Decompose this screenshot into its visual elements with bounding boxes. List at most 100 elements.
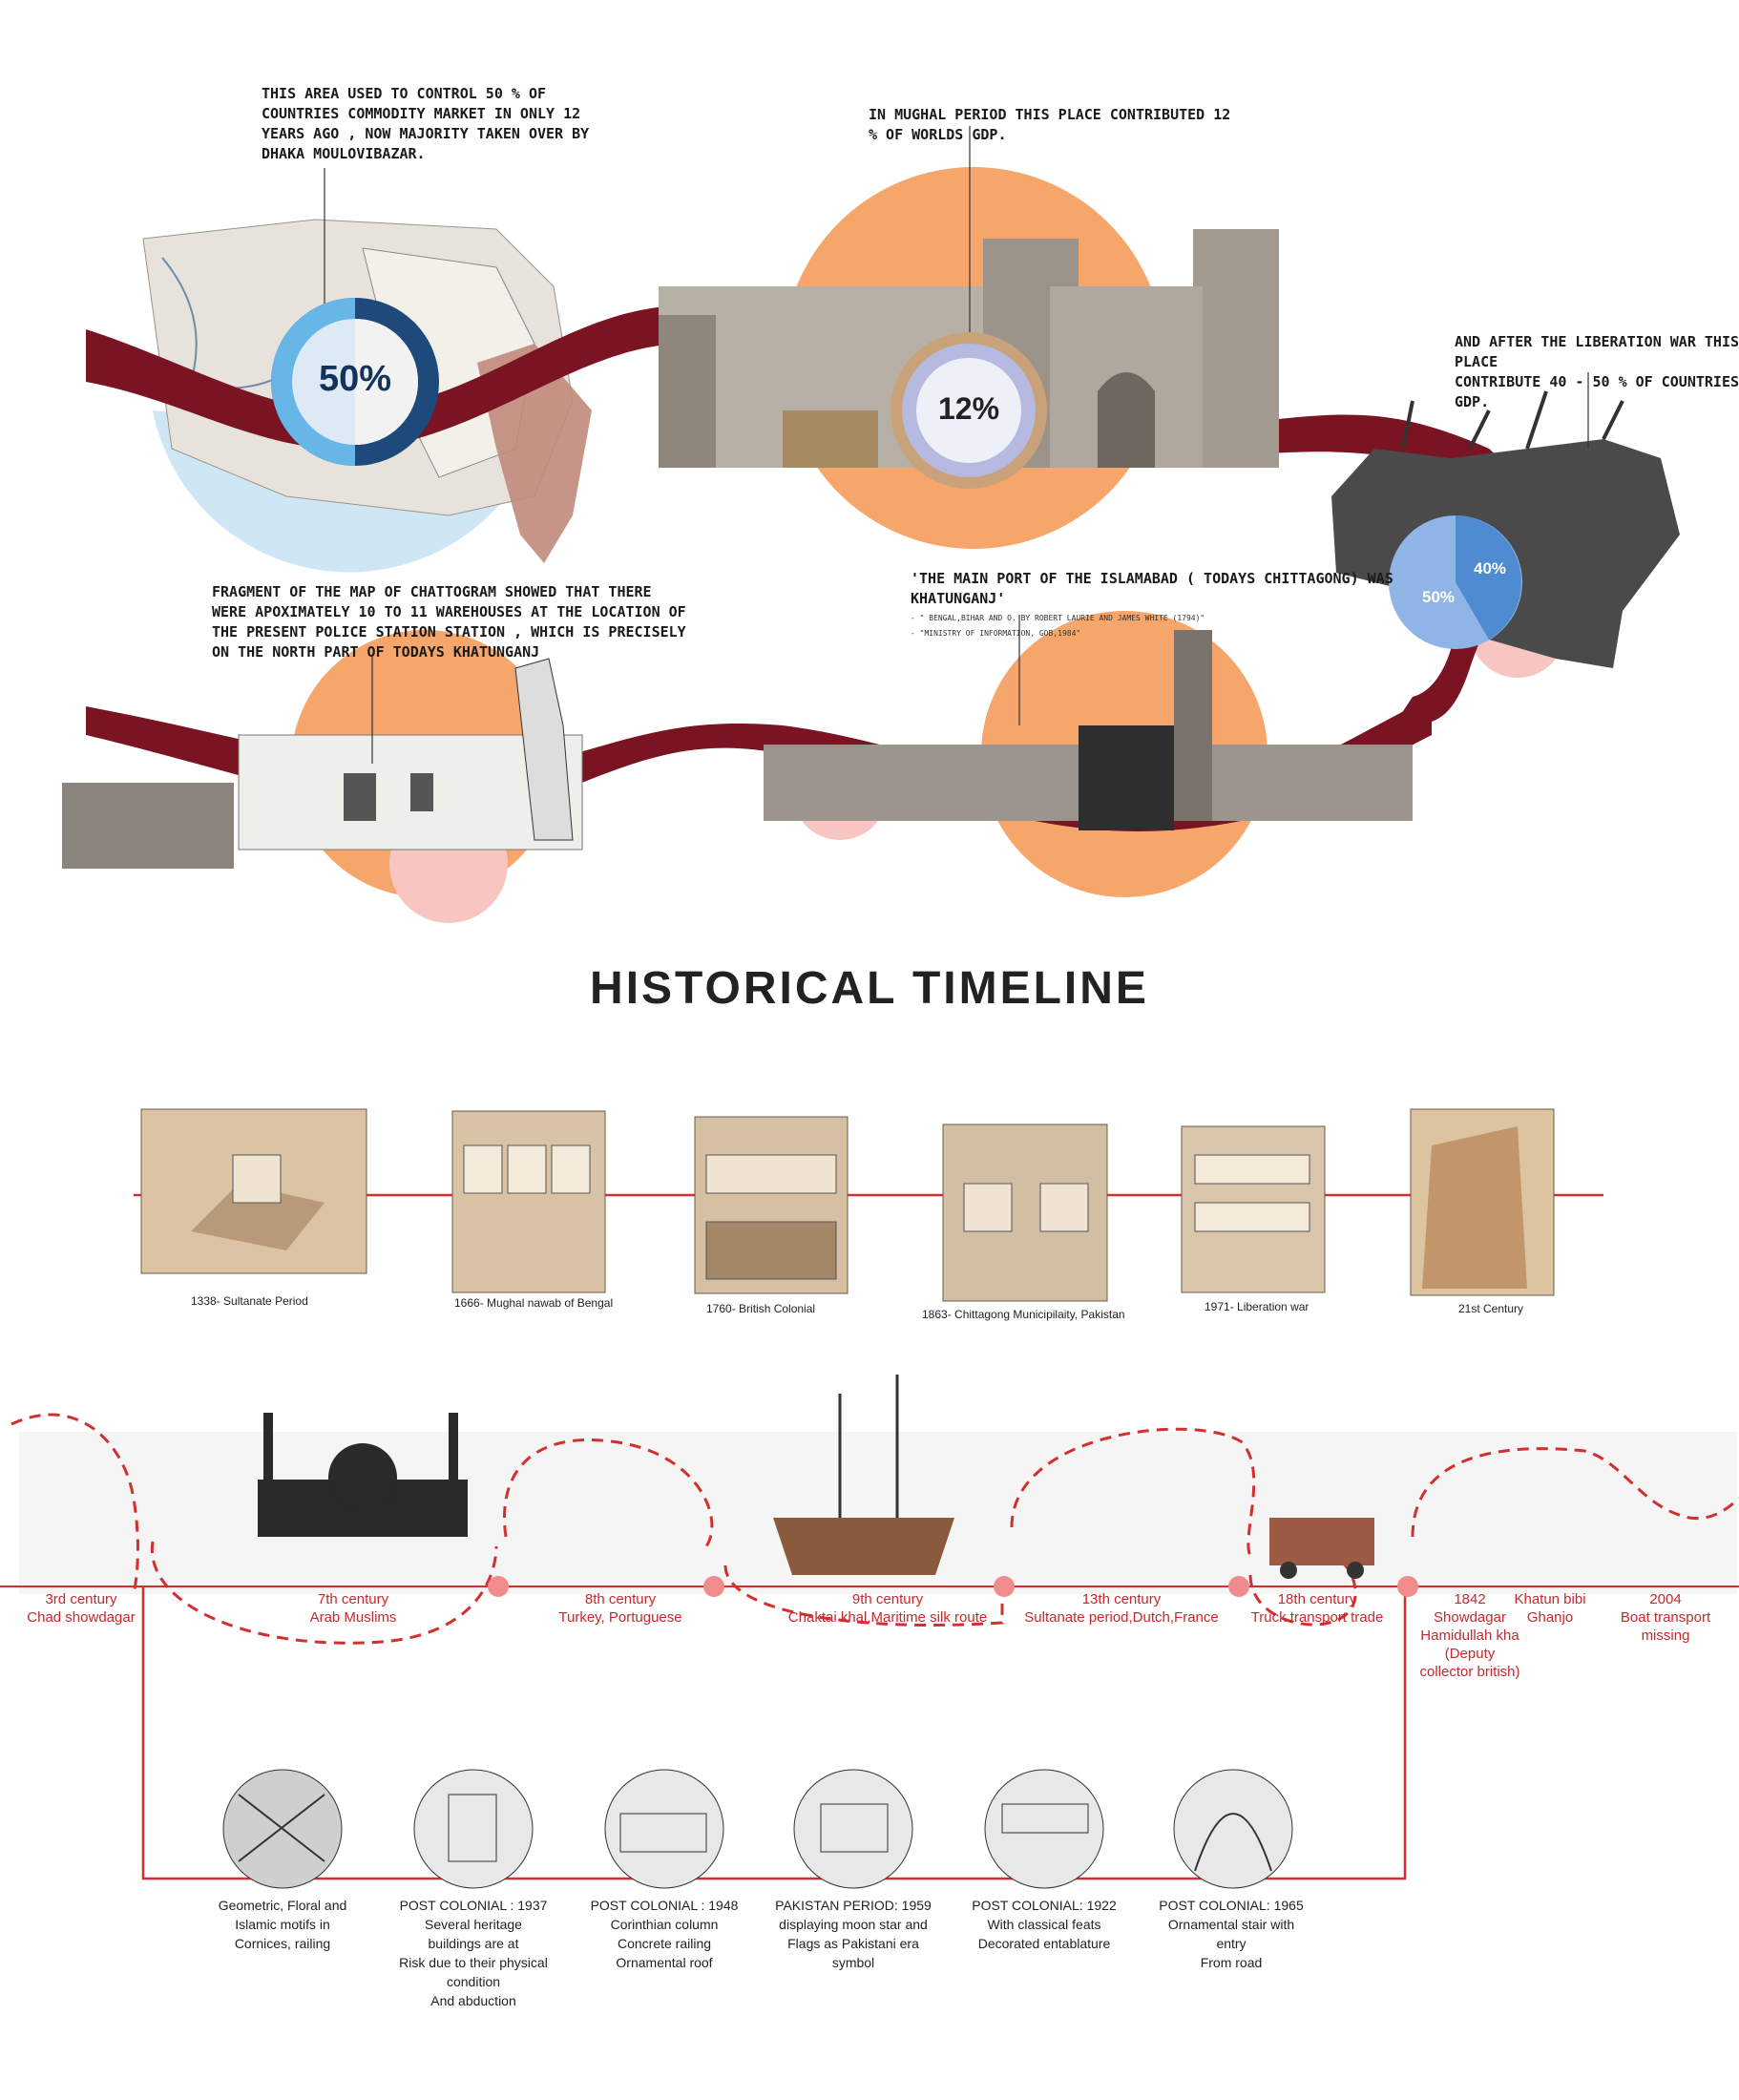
event-label: 1842 Showdagar Hamidullah kha (Deputy co… (1403, 1590, 1537, 1681)
feature-line: Ornamental roof (616, 1955, 713, 1970)
note-line: YEARS AGO , NOW MAJORITY TAKEN OVER BY (262, 125, 590, 142)
event-desc: Sultanate period,Dutch,France (1024, 1609, 1219, 1626)
feature-line: Cornices, railing (234, 1936, 331, 1951)
event-desc: Showdagar (1434, 1609, 1506, 1626)
event-year: 18th century (1277, 1591, 1357, 1607)
event-label: 2004 Boat transport missing (1603, 1590, 1728, 1645)
liberation-gdp-50: 50% (1421, 588, 1456, 606)
timeline-dot (994, 1576, 1015, 1597)
note-fragment-map: FRAGMENT OF THE MAP OF CHATTOGRAM SHOWED… (212, 582, 686, 662)
event-desc: Turkey, Portuguese (558, 1609, 682, 1626)
event-label: 9th century Chaktai khal,Maritime silk r… (764, 1590, 1012, 1627)
note-line: THE PRESENT POLICE STATION STATION , WHI… (212, 623, 686, 640)
feature-line: Concrete railing (617, 1936, 712, 1951)
reference-line: - "MINISTRY OF INFORMATION, GOB,1984" (911, 629, 1081, 638)
ribbon-top (86, 305, 687, 451)
feature-line: Islamic motifs in (235, 1917, 330, 1932)
timeline-dot (703, 1576, 724, 1597)
note-line: COUNTRIES COMMODITY MARKET IN ONLY 12 (262, 105, 581, 122)
feature-line: Several heritage (425, 1917, 522, 1932)
event-label: 18th century Truck transport trade (1241, 1590, 1393, 1627)
note-line: WERE APOXIMATELY 10 TO 11 WAREHOUSES AT … (212, 603, 686, 620)
event-desc: Chaktai khal,Maritime silk route (787, 1609, 988, 1626)
period-outline (1010, 1427, 1256, 1557)
feature-line: Decorated entablature (977, 1936, 1111, 1951)
feature-line: symbol (831, 1955, 875, 1970)
liberation-gdp-pie (1389, 515, 1522, 649)
event-year: 9th century (851, 1591, 924, 1607)
mosque-illustration (258, 1413, 468, 1537)
sketch-sultanate (140, 1108, 367, 1274)
warehouse-photo (62, 658, 583, 869)
feature-line: Ornamental stair with (1167, 1917, 1295, 1932)
note-line: THIS AREA USED TO CONTROL 50 % OF (262, 85, 547, 102)
note-main-port: 'THE MAIN PORT OF THE ISLAMABAD ( TODAYS… (911, 569, 1393, 609)
infographic-canvas (62, 126, 1680, 923)
event-desc: missing (1641, 1628, 1690, 1644)
timeline-dot (488, 1576, 509, 1597)
event-desc: Ghanjo (1526, 1609, 1574, 1626)
feature-caption: POST COLONIAL : 1948 Corinthian column C… (578, 1896, 750, 1972)
note-line: % OF WORLDS GDP. (869, 126, 1007, 143)
period-outline (10, 1413, 139, 1595)
market-share-value: 50% (318, 359, 392, 399)
feature-line: Geometric, Floral and (218, 1898, 347, 1913)
sketch-label: 1971- Liberation war (1205, 1300, 1309, 1313)
period-outline (723, 1564, 1004, 1627)
sketch-label: 1666- Mughal nawab of Bengal (454, 1296, 614, 1310)
feature-circle-1948 (604, 1769, 724, 1889)
note-line: IN MUGHAL PERIOD THIS PLACE CONTRIBUTED … (869, 106, 1231, 123)
timeline-dot (1228, 1576, 1249, 1597)
feature-caption: PAKISTAN PERIOD: 1959 displaying moon st… (758, 1896, 949, 1972)
note-line: CONTRIBUTE 40 - 50 % OF COUNTRIES GDP. (1455, 373, 1739, 410)
feature-line: Flags as Pakistani era (787, 1936, 919, 1951)
timeline-return-line (141, 1586, 1407, 1880)
sketch-label: 1863- Chittagong Municipilaity, Pakistan (922, 1308, 1125, 1321)
note-line: DHAKA MOULOVIBAZAR. (262, 145, 426, 162)
feature-circle-1959 (793, 1769, 913, 1889)
feature-line: With classical feats (987, 1917, 1101, 1932)
event-year: 7th century (317, 1591, 389, 1607)
period-outline (1248, 1535, 1357, 1627)
feature-line: entry (1216, 1936, 1247, 1951)
event-timeline (0, 1375, 1739, 1889)
event-desc: Boat transport (1620, 1609, 1711, 1626)
event-year: 13th century (1081, 1591, 1162, 1607)
sketch-timeline (134, 1108, 1603, 1302)
feature-line: PAKISTAN PERIOD: 1959 (775, 1898, 932, 1913)
mughal-gdp-value: 12% (937, 391, 1000, 426)
mughal-gdp-donut (890, 332, 1047, 489)
feature-caption: POST COLONIAL: 1922 With classical feats… (958, 1896, 1130, 1953)
note-mughal: IN MUGHAL PERIOD THIS PLACE CONTRIBUTED … (869, 105, 1230, 145)
truck-illustration (1269, 1518, 1374, 1579)
event-year: Khatun bibi (1514, 1591, 1586, 1607)
event-year: 2004 (1649, 1591, 1682, 1607)
event-label: 13th century Sultanate period,Dutch,Fran… (1012, 1590, 1231, 1627)
timeline-dot (1397, 1576, 1418, 1597)
event-desc: Truck transport trade (1250, 1609, 1384, 1626)
note-line: 'THE MAIN PORT OF THE ISLAMABAD ( TODAYS… (911, 570, 1393, 587)
sketch-mughal (451, 1110, 606, 1293)
event-label: 7th century Arab Muslims (258, 1590, 449, 1627)
feature-line: buildings are at (428, 1936, 519, 1951)
feature-line: displaying moon star and (779, 1917, 928, 1932)
feature-line: Risk due to their physical (399, 1955, 548, 1970)
note-line: AND AFTER THE LIBERATION WAR THIS PLACE (1455, 333, 1739, 370)
reference-line: - " BENGAL,BIHAR AND O. BY ROBERT LAURIE… (911, 614, 1205, 622)
event-label: 3rd century Chad showdagar (19, 1590, 143, 1627)
port-collage-photo (764, 630, 1413, 830)
feature-circle-1965 (1173, 1769, 1293, 1889)
feature-line: From road (1200, 1955, 1263, 1970)
event-desc: collector british) (1419, 1664, 1520, 1680)
note-line: KHATUNGANJ' (911, 590, 1006, 607)
sketch-label: 1760- British Colonial (706, 1302, 816, 1315)
feature-line: POST COLONIAL: 1922 (972, 1898, 1117, 1913)
event-label: Khatun bibi Ghanjo (1502, 1590, 1598, 1627)
feature-circle-1922 (984, 1769, 1104, 1889)
feature-caption: POST COLONIAL: 1965 Ornamental stair wit… (1145, 1896, 1317, 1972)
sketch-label: 21st Century (1458, 1302, 1524, 1315)
feature-line: POST COLONIAL : 1948 (590, 1898, 739, 1913)
event-desc: (Deputy (1444, 1646, 1496, 1662)
event-desc: Chad showdagar (27, 1609, 136, 1626)
event-year: 8th century (584, 1591, 657, 1607)
